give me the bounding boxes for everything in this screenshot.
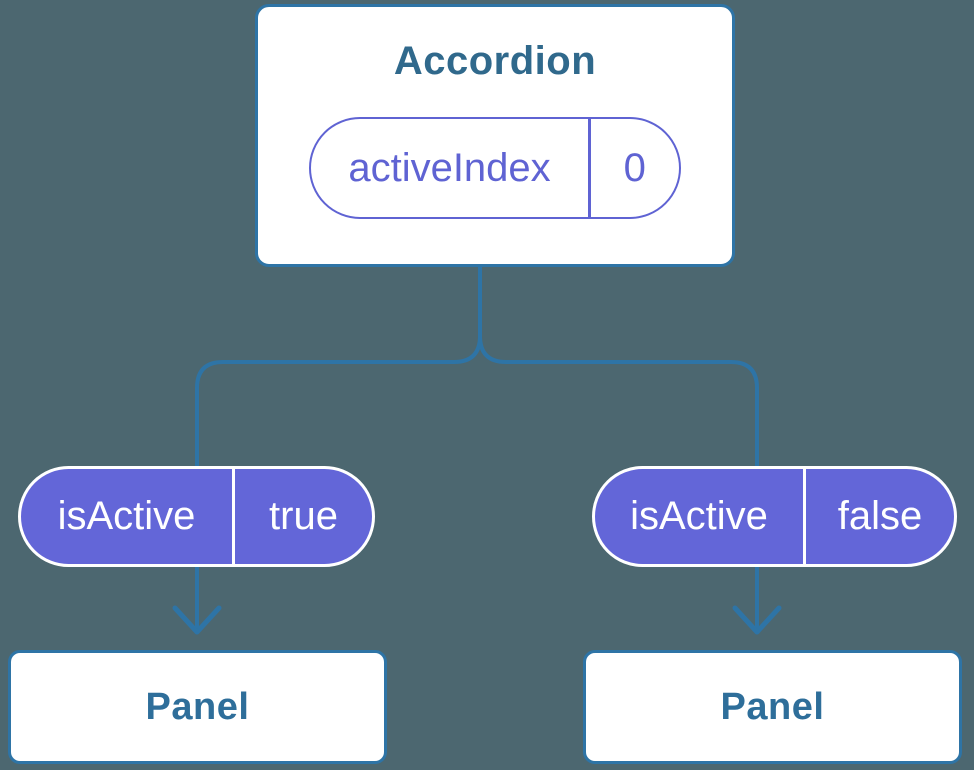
prop-pill-left-divider bbox=[232, 469, 235, 564]
prop-pill-left-value: true bbox=[269, 494, 338, 538]
prop-pill-left: isActive true bbox=[18, 466, 375, 567]
state-pill-activeindex: activeIndex 0 bbox=[309, 117, 681, 219]
connector-right-branch bbox=[478, 265, 759, 628]
prop-pill-right: isActive false bbox=[592, 466, 957, 567]
state-pill-name: activeIndex bbox=[348, 145, 551, 190]
panel-node-right-title: Panel bbox=[720, 686, 825, 728]
state-pill-value: 0 bbox=[623, 145, 646, 190]
accordion-node-title: Accordion bbox=[393, 39, 597, 83]
arrowhead-right-icon bbox=[732, 605, 782, 635]
state-pill-divider bbox=[588, 119, 591, 217]
prop-pill-left-name: isActive bbox=[57, 494, 196, 538]
prop-pill-right-name: isActive bbox=[630, 494, 768, 538]
panel-node-left: Panel bbox=[8, 650, 387, 764]
panel-node-left-title: Panel bbox=[145, 686, 250, 728]
accordion-node: Accordion activeIndex 0 bbox=[255, 4, 735, 267]
panel-node-right: Panel bbox=[583, 650, 962, 764]
prop-pill-right-value: false bbox=[837, 494, 923, 538]
arrowhead-left-icon bbox=[172, 605, 222, 635]
prop-pill-right-divider bbox=[803, 469, 806, 564]
connector-left-branch bbox=[195, 265, 482, 628]
